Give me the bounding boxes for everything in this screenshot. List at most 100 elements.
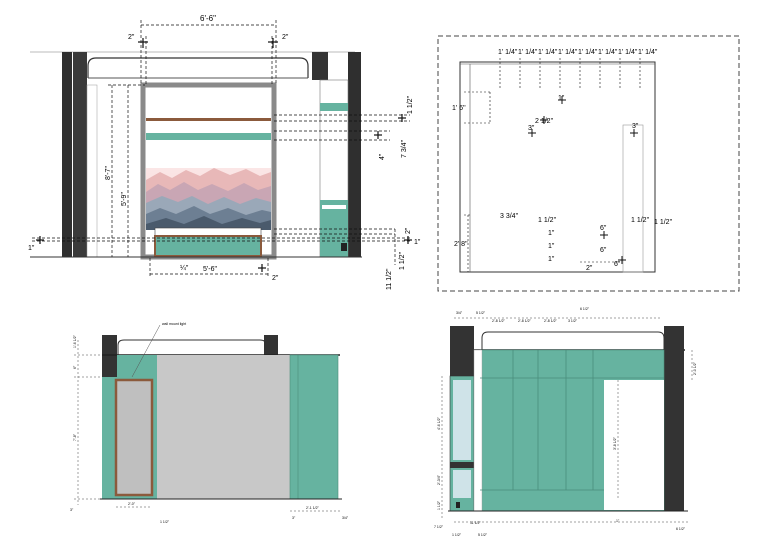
- dim-bottom-right: 2": [272, 275, 279, 282]
- dim-height-inner: 5'-9": [121, 192, 128, 206]
- dim-right-low-a: 2": [405, 227, 412, 234]
- elevation-d-svg: 3/4" 5 1/2" 2'-8 1/2" 2'-8 1/2" 2'-8 1/2…: [434, 307, 697, 537]
- c-left-cap: [102, 335, 117, 377]
- upper-shelf: [146, 118, 271, 121]
- right-cabinet-shelf-top: [320, 103, 348, 111]
- d-top-dim-4: 2'-8 1/2": [518, 319, 532, 323]
- plan-dim-one-upper: 1": [558, 95, 565, 102]
- right-cabinet-gap: [322, 205, 346, 209]
- d-dim-bottom-f: 6 1/2": [676, 527, 686, 531]
- d-dim-left-bottom: 1 1/2": [437, 500, 441, 510]
- c-left-teal-top: [117, 355, 157, 377]
- dim-bottom-width: 5'-6": [203, 266, 217, 273]
- plan-dim-one-b: 1": [548, 243, 555, 250]
- plan-dim-one-c: 1": [548, 256, 555, 263]
- dim-bottom-small: ¼": [180, 265, 189, 272]
- d-top-dim-2: 5 1/2": [476, 311, 486, 315]
- elevation-drawing-a: 6'-6" 2" 2" 8'-7" 5'-9" 1" 5'-6" 2" ¼" 1…: [0, 0, 430, 290]
- d-top-small: 3 1/2": [568, 319, 578, 323]
- c-dim-right-b: 2'-1 1/2": [306, 506, 320, 510]
- dim-height-left: 8'-7": [105, 166, 112, 180]
- dim-right-low-c: 11 1/2": [386, 268, 393, 290]
- c-dim-left-main: 7'-8": [73, 433, 77, 441]
- plan-drawing-b: 1' 1/4" 1' 1/4" 1' 1/4" 1' 1/4" 1' 1/4" …: [430, 30, 745, 295]
- d-dim-bottom-e: 1": [616, 519, 620, 523]
- d-ceiling-cove: [481, 331, 665, 350]
- d-left-cabinet-glass-lower: [453, 470, 471, 498]
- d-top-dim-1: 3/4": [456, 311, 463, 315]
- tick-marks-a: [36, 38, 412, 272]
- plan-room-outline: [459, 61, 656, 273]
- left-trim: [86, 84, 98, 258]
- elevation-drawing-d: 3/4" 5 1/2" 2'-8 1/2" 2'-8 1/2" 2'-8 1/2…: [420, 300, 720, 543]
- dim-top-width: 6'-6": [200, 14, 216, 23]
- plan-dim-one-a: 1": [548, 230, 555, 237]
- plan-top-dim-4: 1' 1/4": [558, 49, 578, 56]
- plan-dim-six-b: 6": [600, 247, 607, 254]
- dim-right-low-b: 1 1/2": [399, 251, 406, 270]
- c-dim-right-c: 3/4": [342, 516, 349, 520]
- c-dim-left-bottom: 3": [70, 508, 74, 512]
- d-dim-lines: [441, 317, 693, 523]
- plan-b-svg: 1' 1/4" 1' 1/4" 1' 1/4" 1' 1/4" 1' 1/4" …: [437, 35, 740, 292]
- left-column-outer: [62, 52, 72, 257]
- plan-top-dim-3: 1' 1/4": [538, 49, 558, 56]
- d-dim-left-lower: 2'-3/4": [437, 474, 441, 485]
- d-left-cabinet-glass: [453, 380, 471, 460]
- elevation-a-svg: 6'-6" 2" 2" 8'-7" 5'-9" 1" 5'-6" 2" ¼" 1…: [28, 14, 421, 290]
- upper-shelf-panel: [146, 133, 271, 140]
- plan-dim-one-half-right-a: 1 1/2": [631, 217, 650, 224]
- dim-right-top: 1 1/2": [407, 95, 414, 114]
- d-dim-bottom-c: 1 1/2": [452, 533, 462, 537]
- d-white-opening: [604, 380, 664, 510]
- plan-dim-left-upper: 1' 6": [452, 105, 466, 112]
- left-column-inner: [73, 52, 87, 257]
- plan-dim-three-right: 3": [632, 123, 639, 130]
- c-dim-mirror-width: 2'-0": [128, 502, 136, 506]
- dim-top-right: 2": [282, 34, 289, 41]
- plan-dim-one-half-a: 1 1/2": [538, 217, 557, 224]
- c-dim-lines: [74, 340, 342, 512]
- mural-mountain-5: [146, 216, 271, 230]
- plan-dim-two-bottom: 2": [586, 265, 593, 272]
- plan-dim-three-three-quarter: 3 3/4": [500, 213, 519, 220]
- plan-dim-left-lower: 2' 8": [454, 241, 468, 248]
- right-cap: [312, 52, 328, 80]
- right-column: [348, 52, 361, 257]
- plan-dim-six-c: 6": [614, 261, 621, 268]
- elevation-c-svg: wall mount light 1'-6 1/2" 6" 7'-8" 3" 2…: [70, 322, 349, 524]
- dim-top-left: 2": [128, 34, 135, 41]
- d-left-cap: [450, 326, 474, 376]
- dim-right-mid-b: 7 3/4": [401, 139, 408, 158]
- d-dim-bottom-d: 5 1/2": [478, 533, 488, 537]
- dim-right-floor: 1": [414, 239, 421, 246]
- d-dim-left-main: 4'-6 1/2": [437, 416, 441, 430]
- plan-top-dim-lines: [464, 58, 641, 272]
- right-cabinet-handle: [341, 243, 347, 251]
- d-top-dim-6: 6 1/2": [580, 307, 590, 311]
- d-left-cabinet-handle: [456, 502, 460, 508]
- plan-dim-six-a: 6": [600, 225, 607, 232]
- plan-top-dim-6: 1' 1/4": [598, 49, 618, 56]
- bed-headboard: [154, 227, 262, 237]
- plan-top-dim-2: 1' 1/4": [518, 49, 538, 56]
- plan-top-dim-7: 1' 1/4": [618, 49, 638, 56]
- plan-dim-two-half: 2 1/2": [535, 118, 554, 125]
- ceiling-cove: [87, 57, 309, 78]
- plan-dim-one-half-right-b: 1 1/2": [654, 219, 673, 226]
- c-label-light: wall mount light: [162, 322, 186, 326]
- c-mirror: [114, 378, 154, 497]
- d-top-dim-3: 2'-8 1/2": [492, 319, 506, 323]
- d-dim-bottom-b: 11 1/2": [470, 521, 481, 525]
- c-dim-mirror-gap: 1 1/2": [160, 520, 170, 524]
- d-dim-right-upper: 2'-0 1/2": [693, 361, 697, 375]
- c-dim-left-top: 1'-6 1/2": [73, 334, 77, 348]
- d-left-cabinet-shelf: [450, 462, 474, 468]
- plan-right-closet: [622, 124, 644, 273]
- d-dim-bottom-a: 7 1/2": [434, 525, 444, 529]
- d-right-column: [664, 326, 684, 511]
- d-left-trim: [473, 349, 483, 512]
- bed-base: [154, 235, 262, 257]
- elevation-drawing-c: wall mount light 1'-6 1/2" 6" 7'-8" 3" 2…: [60, 315, 360, 530]
- c-right-teal-cabinet: [289, 354, 339, 500]
